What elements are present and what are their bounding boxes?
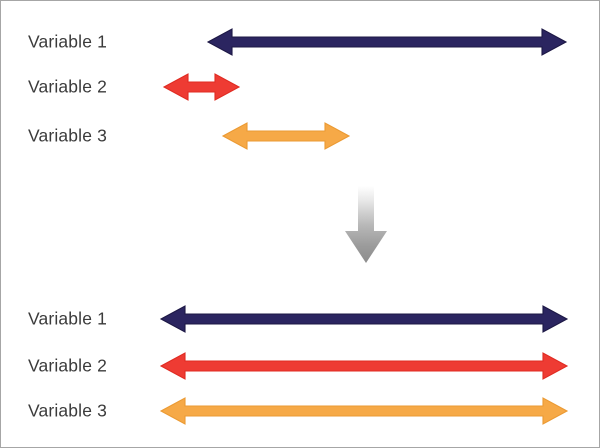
arrow-top-variable-2 — [162, 73, 241, 101]
bottom-variable-2-label: Variable 2 — [28, 355, 108, 376]
arrow-top-variable-3 — [221, 122, 351, 150]
bottom-panel-arrows — [159, 305, 569, 425]
top-variable-2-label: Variable 2 — [28, 76, 108, 97]
bottom-variable-3-label: Variable 3 — [28, 400, 108, 421]
top-variable-1-label: Variable 1 — [28, 31, 108, 52]
transition-down-arrow-icon — [345, 186, 387, 263]
arrow-bottom-variable-3 — [159, 397, 569, 425]
top-panel-arrows — [162, 28, 568, 150]
bottom-variable-1-label: Variable 1 — [28, 308, 108, 329]
arrow-bottom-variable-2 — [159, 352, 569, 380]
arrow-bottom-variable-1 — [159, 305, 569, 333]
arrow-top-variable-1 — [206, 28, 568, 56]
down-arrow-gradient-icon — [345, 186, 387, 263]
top-variable-3-label: Variable 3 — [28, 125, 108, 146]
